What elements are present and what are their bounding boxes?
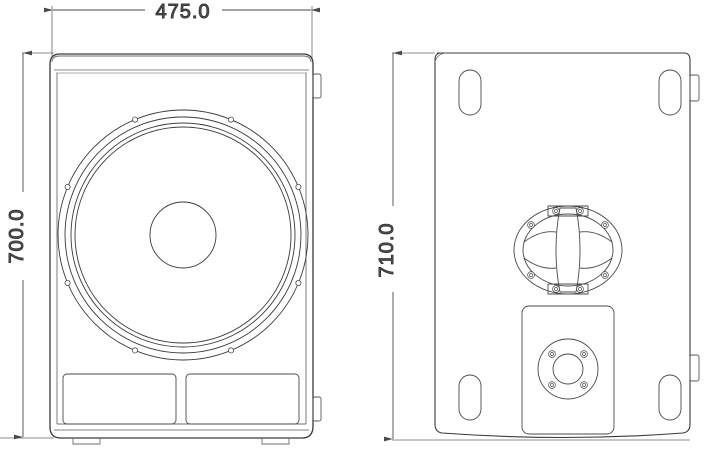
handle-wing-arc-2	[523, 257, 557, 269]
front-inner-edges	[56, 73, 307, 424]
handle-tab-upper	[312, 73, 322, 99]
screw	[548, 381, 556, 389]
panel-outline	[521, 305, 615, 435]
dimension-label-front-height: 700.0	[6, 208, 28, 263]
handle-wing-arc-3	[579, 231, 613, 243]
port-left	[62, 373, 177, 425]
rear-cabinet-outline	[434, 52, 691, 439]
woofer-screw	[131, 116, 138, 123]
handle-inner-ellipse	[522, 213, 614, 287]
flange-outer-circle	[537, 338, 599, 400]
front-feet-group	[72, 438, 290, 445]
screw	[552, 207, 560, 215]
foot-right	[261, 438, 290, 445]
screw	[527, 271, 535, 279]
rear-handle-cutouts	[458, 69, 682, 421]
rear-view-group: 710.0	[376, 50, 700, 442]
dimension-label-width: 475.0	[155, 1, 210, 23]
woofer-screw	[64, 279, 71, 286]
handle-grip-bar	[555, 207, 581, 293]
handle-tab-lower	[312, 396, 322, 422]
woofer-screw	[64, 183, 71, 190]
woofer-outer-ring	[57, 109, 309, 361]
woofer-screw	[295, 183, 302, 190]
screw	[576, 285, 584, 293]
handle-wing-arc-4	[579, 257, 613, 269]
bar-handle-screws	[527, 207, 609, 293]
woofer-screw	[295, 279, 302, 286]
screw	[552, 285, 560, 293]
woofer-assembly	[57, 109, 309, 361]
woofer-dust-cap	[149, 201, 217, 269]
rear-corner-detail-tl	[434, 52, 447, 63]
handle-tab-upper	[689, 74, 700, 102]
screw	[580, 381, 588, 389]
connector-panel	[521, 305, 615, 435]
flange-inner-bore	[552, 353, 584, 385]
screw	[527, 221, 535, 229]
handle-tab-lower	[689, 354, 700, 382]
bass-reflex-ports	[62, 373, 300, 425]
handle-cutout-bottom-right	[658, 374, 682, 421]
front-side-handle-tabs	[312, 73, 322, 422]
rear-side-handle-tab	[689, 74, 700, 382]
woofer-mounting-screws	[64, 116, 302, 354]
front-width-extension-lines	[51, 6, 313, 58]
front-view-group: 475.0 700.0	[0, 1, 322, 445]
handle-cutout-top-left	[458, 69, 482, 116]
screw	[576, 207, 584, 215]
woofer-screw	[227, 347, 234, 354]
woofer-screw	[227, 116, 234, 123]
screw	[580, 350, 588, 358]
handle-wing-arc-1	[523, 231, 557, 243]
foot-left	[72, 438, 101, 445]
handle-plate-bottom	[547, 283, 589, 295]
woofer-ring-2	[64, 116, 302, 354]
front-cabinet-outline	[49, 53, 314, 439]
pole-mount-flange	[537, 338, 599, 400]
pole-flange-screws	[548, 350, 588, 389]
handle-plate-top	[547, 205, 589, 217]
screw	[601, 221, 609, 229]
handle-cutout-bottom-left	[458, 374, 482, 421]
woofer-screw	[131, 347, 138, 354]
woofer-surround-outer	[70, 122, 296, 348]
screw	[548, 350, 556, 358]
screw	[601, 271, 609, 279]
grille-top-edge	[51, 55, 312, 63]
woofer-surround-inner	[74, 126, 292, 344]
handle-cutout-top-right	[658, 69, 682, 116]
bar-handle-assembly	[513, 205, 623, 295]
dimension-label-rear-height: 710.0	[376, 222, 398, 277]
port-right	[185, 373, 300, 425]
